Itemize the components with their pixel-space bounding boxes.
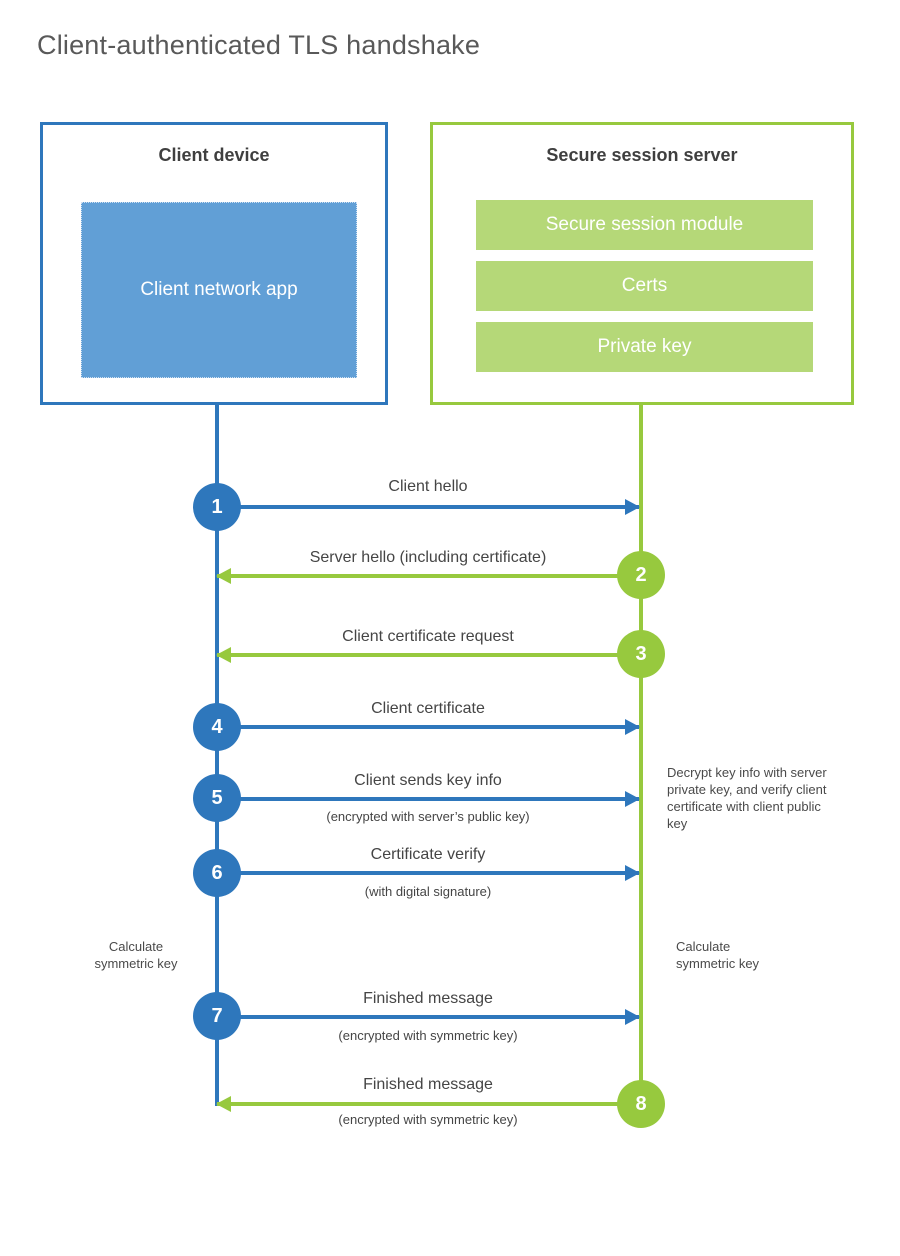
step-6-sublabel: (with digital signature) (364, 884, 492, 899)
note-decrypt-key-info: Decrypt key info with server private key… (667, 765, 827, 831)
step-8-arrow (216, 1096, 639, 1112)
step-8-badge: 8 (617, 1080, 665, 1128)
step-4-arrow (217, 719, 640, 735)
arrow-right-icon (625, 1009, 640, 1025)
arrow-left-icon (216, 1096, 231, 1112)
step-8-sublabel: (encrypted with symmetric key) (338, 1112, 518, 1127)
arrow-left-icon (216, 647, 231, 663)
step-8-label: Finished message (363, 1076, 493, 1093)
step-6-label: Certificate verify (370, 846, 486, 863)
step-3-arrow (216, 647, 639, 663)
arrow-right-icon (625, 865, 640, 881)
server-lifeline (639, 405, 643, 1106)
step-1-arrow (217, 499, 640, 515)
arrow-right-icon (625, 499, 640, 515)
step-4-badge: 4 (193, 703, 241, 751)
server-module-private-key: Private key (476, 322, 813, 372)
step-5-badge: 5 (193, 774, 241, 822)
step-7-label: Finished message (363, 990, 493, 1007)
arrow-left-icon (216, 568, 231, 584)
step-7-sublabel: (encrypted with symmetric key) (338, 1028, 518, 1043)
step-7-badge: 7 (193, 992, 241, 1040)
step-6-arrow (217, 865, 640, 881)
client-device-title: Client device (158, 145, 270, 165)
arrow-right-icon (625, 719, 640, 735)
arrow-shaft (217, 505, 639, 509)
client-network-app-box: Client network app (81, 202, 357, 378)
note-calculate-symmetric-key-server: Calculate symmetric key (676, 939, 760, 971)
client-lifeline (215, 405, 219, 1106)
step-2-badge: 2 (617, 551, 665, 599)
step-1-badge: 1 (193, 483, 241, 531)
step-5-label: Client sends key info (354, 772, 502, 789)
note-calculate-symmetric-key-client: Calculate symmetric key (94, 939, 178, 971)
server-module-certs: Certs (476, 261, 813, 311)
arrow-shaft (217, 1015, 639, 1019)
step-7-arrow (217, 1009, 640, 1025)
step-5-arrow (217, 791, 640, 807)
arrow-shaft (217, 871, 639, 875)
arrow-shaft (217, 797, 639, 801)
step-4-label: Client certificate (371, 700, 485, 717)
client-device-box: Client device Client network app (40, 122, 388, 405)
step-3-label: Client certificate request (342, 628, 514, 645)
arrow-right-icon (625, 791, 640, 807)
server-module-secure-session-module: Secure session module (476, 200, 813, 250)
arrow-shaft (217, 725, 639, 729)
secure-session-server-box: Secure session server Secure session mod… (430, 122, 854, 405)
step-6-badge: 6 (193, 849, 241, 897)
page-title: Client-authenticated TLS handshake (37, 30, 481, 60)
step-1-label: Client hello (388, 478, 468, 495)
secure-session-server-title: Secure session server (546, 145, 738, 165)
arrow-shaft (217, 653, 639, 657)
step-5-sublabel: (encrypted with server’s public key) (326, 809, 530, 824)
arrow-shaft (217, 574, 639, 578)
step-2-label: Server hello (including certificate) (309, 549, 547, 566)
step-3-badge: 3 (617, 630, 665, 678)
step-2-arrow (216, 568, 639, 584)
arrow-shaft (217, 1102, 639, 1106)
